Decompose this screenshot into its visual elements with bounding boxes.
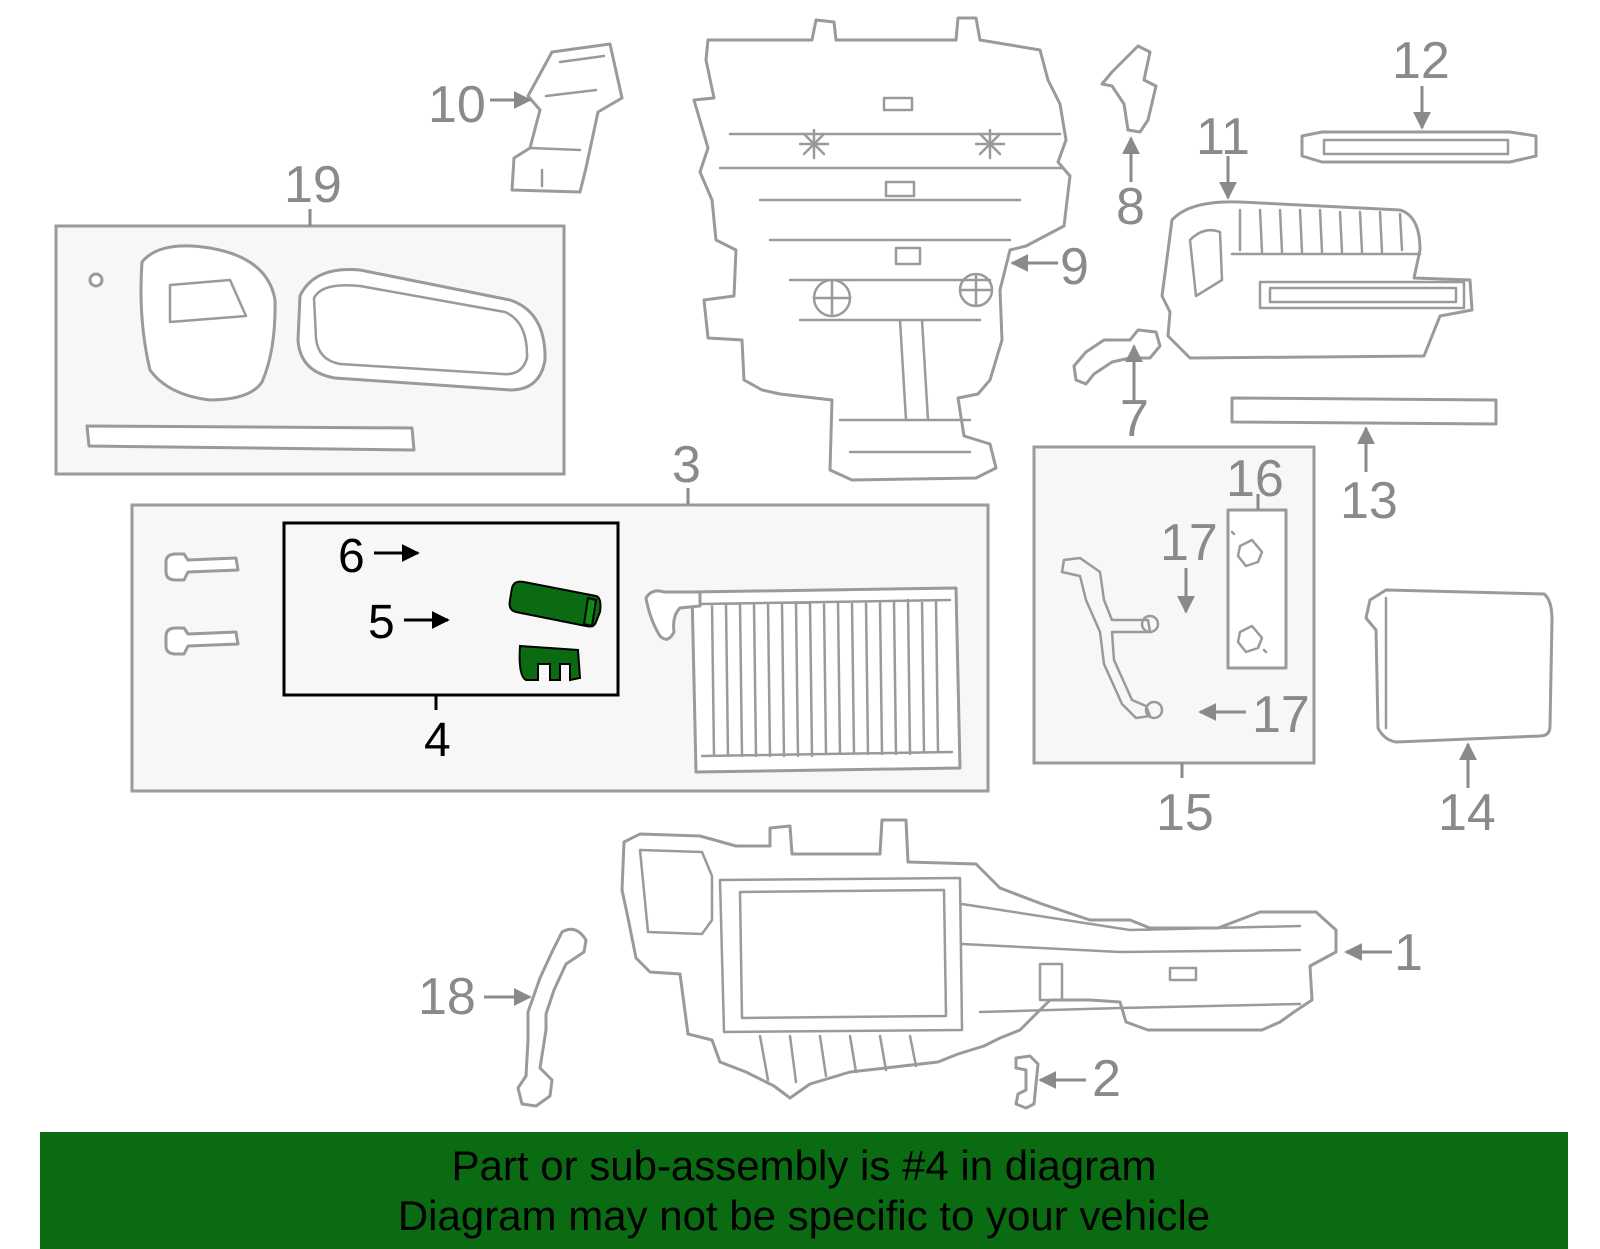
callout-7: 7 (1120, 390, 1149, 448)
evaporator-icon (1364, 588, 1554, 744)
actuator-icon (1100, 44, 1158, 134)
sensor-icon (1072, 328, 1162, 386)
banner-line-2: Diagram may not be specific to your vehi… (397, 1191, 1211, 1239)
callout-17b: 17 (1252, 686, 1310, 744)
callout-2: 2 (1092, 1050, 1121, 1108)
heater-core-icon (644, 586, 962, 774)
callout-13: 13 (1340, 472, 1398, 530)
harness-icon (516, 927, 588, 1108)
callout-19: 19 (284, 156, 342, 214)
seal-icon (139, 244, 277, 402)
callout-17a: 17 (1160, 514, 1218, 572)
heater-housing-icon (620, 818, 1338, 1100)
callout-11: 11 (1196, 108, 1250, 166)
callout-6: 6 (338, 530, 365, 583)
filter-icon (1300, 130, 1538, 164)
callout-14: 14 (1438, 784, 1496, 842)
filter-icon (1230, 396, 1498, 426)
callout-5: 5 (368, 596, 395, 649)
banner-line-1: Part or sub-assembly is #4 in diagram (451, 1141, 1157, 1189)
green-part-icon (508, 580, 602, 682)
callout-8: 8 (1116, 178, 1145, 236)
highlighted-subassembly-4 (282, 521, 620, 710)
blower-housing-icon (1160, 200, 1474, 360)
callout-12: 12 (1392, 32, 1450, 90)
callout-10: 10 (428, 76, 486, 134)
tube-kit-group (1032, 445, 1316, 778)
duct-icon (510, 42, 624, 194)
clip-icon (1014, 1054, 1040, 1110)
seal-kit-group (54, 209, 566, 476)
callout-15: 15 (1156, 784, 1214, 842)
callout-16: 16 (1226, 450, 1284, 508)
callout-1: 1 (1394, 924, 1423, 982)
callout-3: 3 (672, 436, 701, 494)
callout-18: 18 (418, 968, 476, 1026)
callout-9: 9 (1060, 238, 1089, 296)
info-banner: Part or sub-assembly is #4 in diagram Di… (40, 1132, 1568, 1249)
door-housing-icon (692, 16, 1072, 482)
callout-4: 4 (424, 714, 451, 767)
